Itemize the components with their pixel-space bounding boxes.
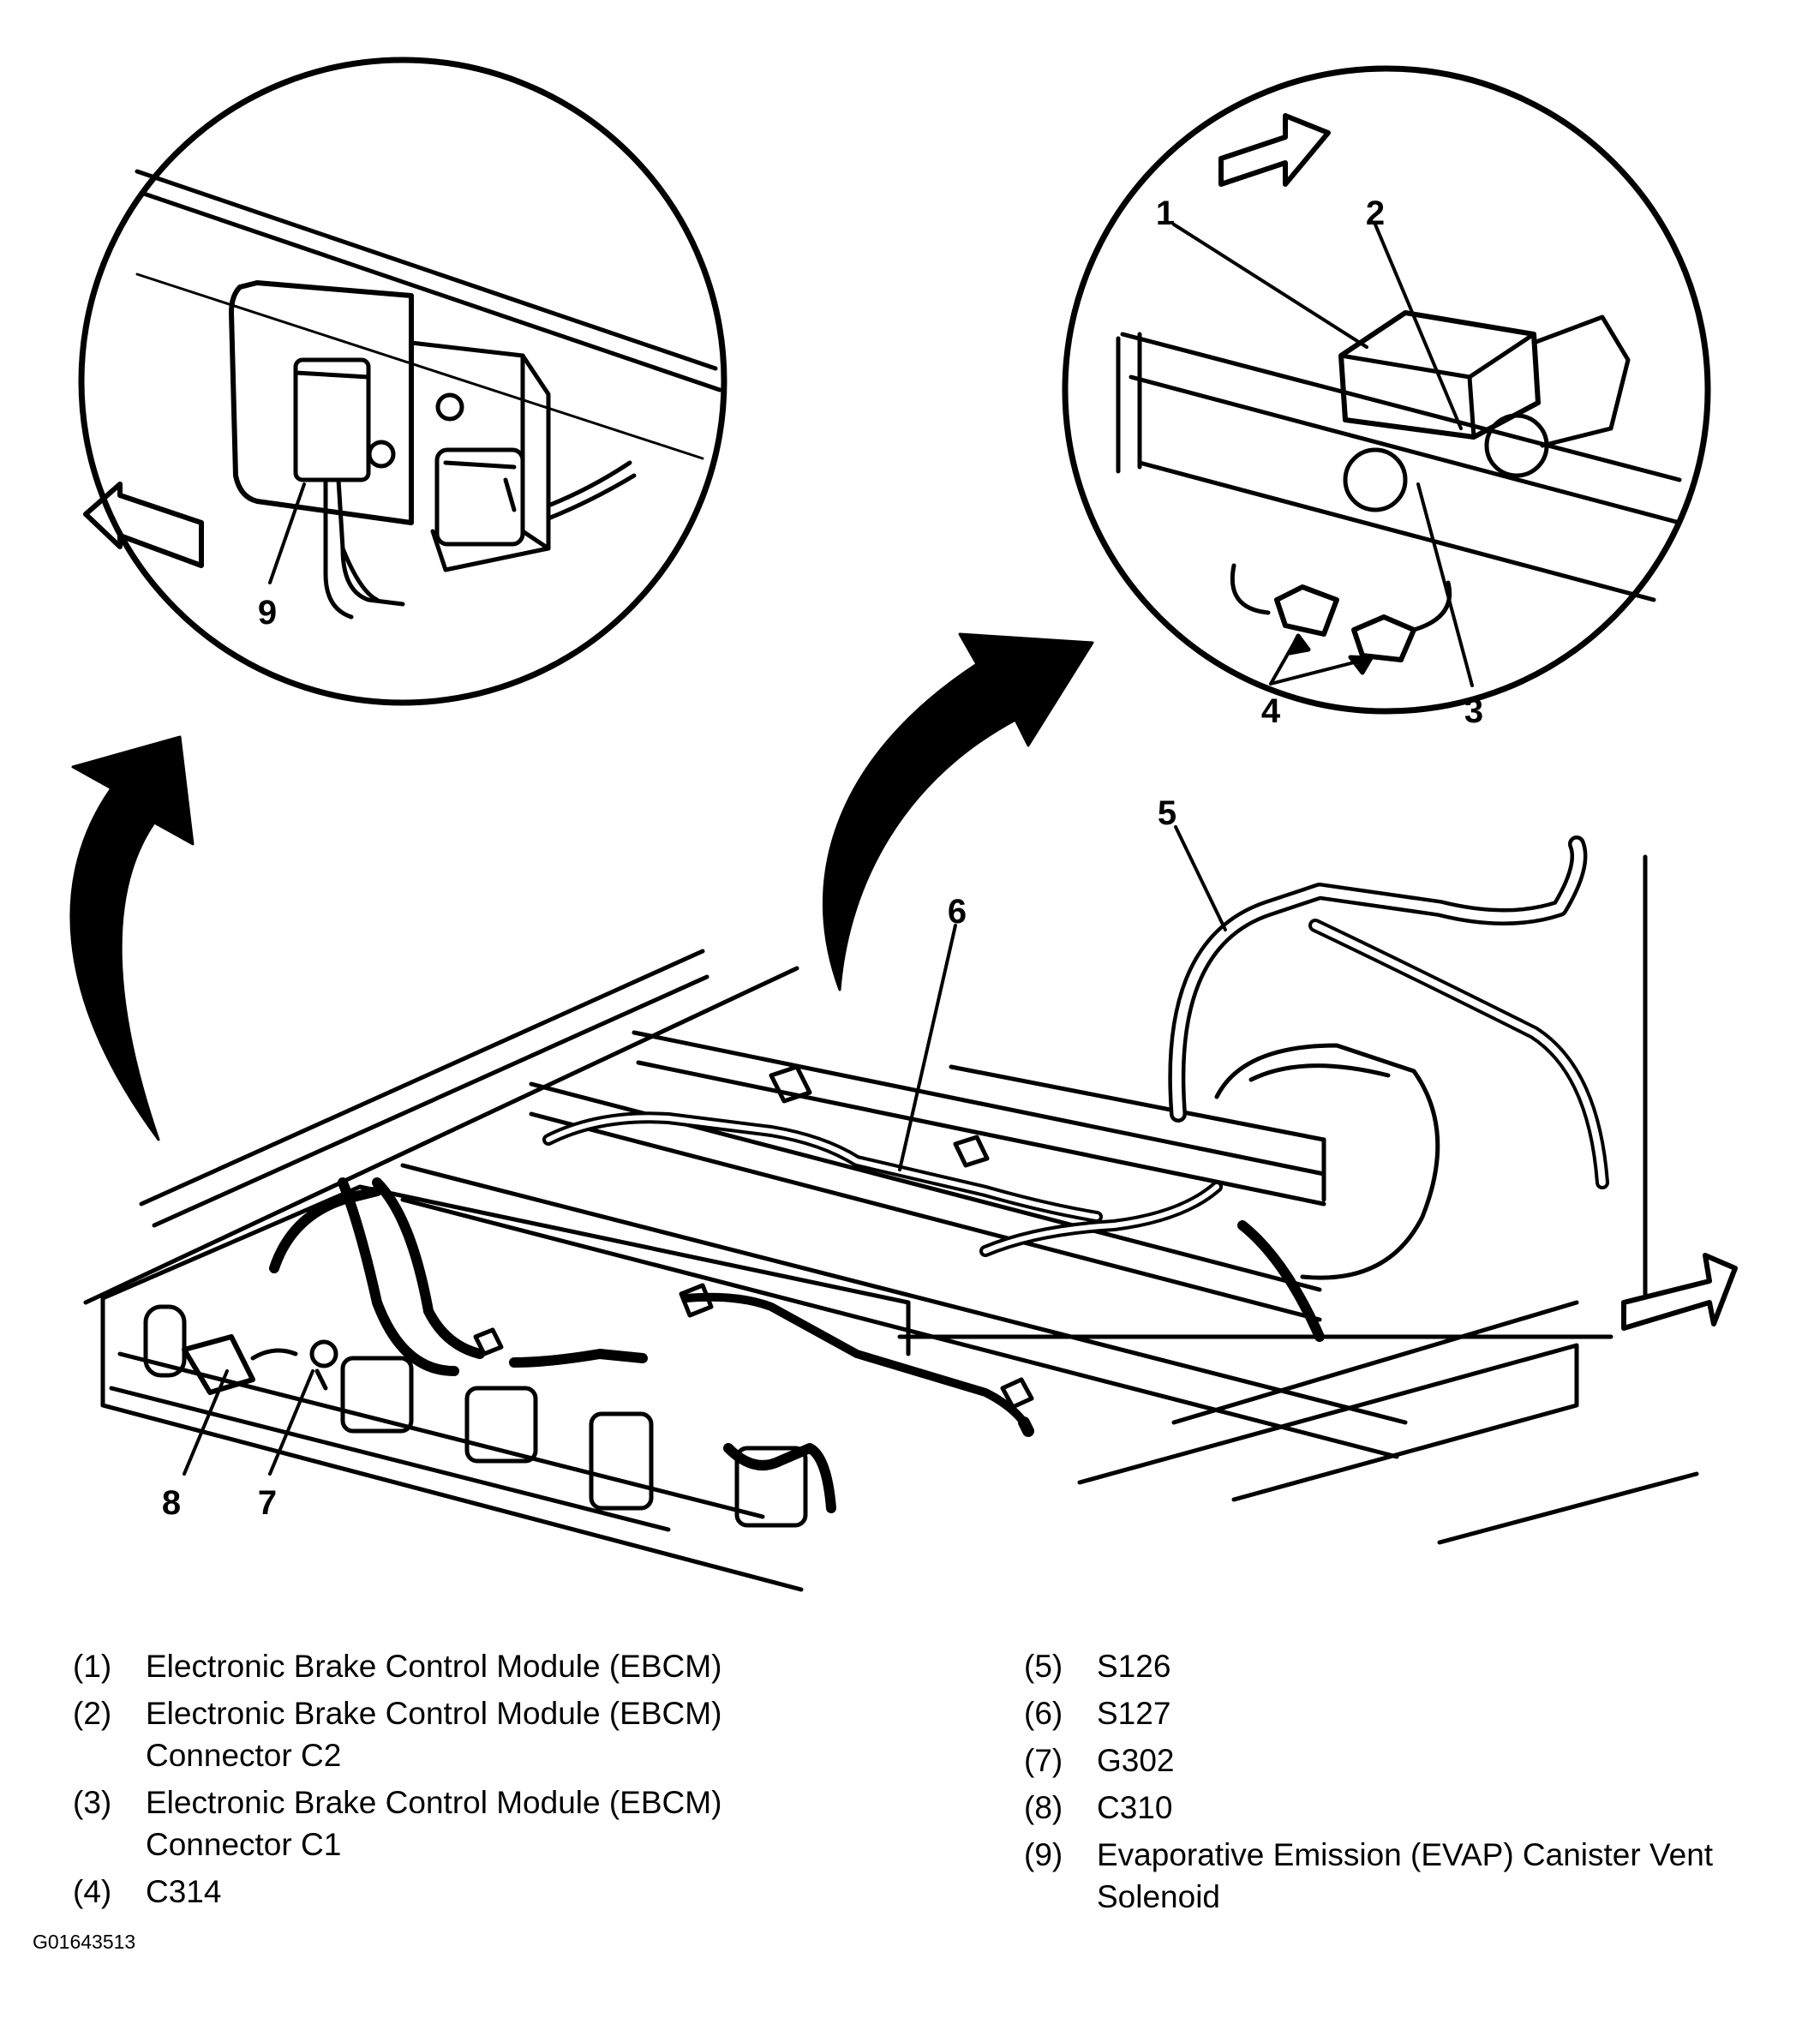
callout-2: 2 (1366, 195, 1385, 232)
legend-number: (7) (1024, 1743, 1063, 1778)
legend-label-line: Connector C1 (146, 1827, 342, 1862)
legend-label-line: Evaporative Emission (EVAP) Canister Ven… (1097, 1837, 1714, 1872)
legend-number: (5) (1024, 1649, 1063, 1684)
legend-item: (4) C314 (73, 1871, 947, 1913)
detail-circle-left (78, 57, 727, 706)
legend-label-line: Solenoid (1097, 1879, 1221, 1914)
legend-right-column: (5) S126 (6) S127 (7) G302 (8) C310 (9) … (1024, 1645, 1795, 1923)
callout-1: 1 (1156, 195, 1175, 232)
callout-5: 5 (1158, 794, 1176, 832)
legend-item: (9) Evaporative Emission (EVAP) Canister… (1024, 1834, 1795, 1918)
legend-label: C310 (1097, 1790, 1173, 1825)
legend-label: G302 (1097, 1743, 1175, 1778)
legend-item: (1) Electronic Brake Control Module (EBC… (73, 1645, 947, 1687)
legend-label-line: Electronic Brake Control Module (EBCM) (146, 1785, 722, 1820)
vehicle-frame-view (83, 825, 1738, 1592)
legend-number: (3) (73, 1785, 112, 1820)
legend-number: (1) (73, 1649, 112, 1684)
legend-label: Electronic Brake Control Module (EBCM) C… (146, 1781, 947, 1865)
legend-label-line: Electronic Brake Control Module (EBCM) (146, 1696, 722, 1731)
legend-number: (9) (1024, 1837, 1063, 1872)
legend-number: (8) (1024, 1790, 1063, 1825)
callout-6: 6 (948, 893, 967, 931)
curved-arrow-right (823, 632, 1094, 991)
legend-label: Electronic Brake Control Module (EBCM) (146, 1649, 722, 1684)
legend-number: (2) (73, 1696, 112, 1731)
callout-9: 9 (258, 594, 277, 632)
legend-item: (5) S126 (1024, 1645, 1795, 1687)
legend-label: S127 (1097, 1696, 1171, 1731)
legend-item: (6) S127 (1024, 1692, 1795, 1734)
figure-id: G01643513 (33, 1931, 136, 1953)
legend-number: (4) (73, 1874, 112, 1909)
legend-label: Electronic Brake Control Module (EBCM) C… (146, 1692, 947, 1776)
callout-7: 7 (258, 1484, 277, 1522)
legend-label: Evaporative Emission (EVAP) Canister Ven… (1097, 1834, 1795, 1918)
legend-left-column: (1) Electronic Brake Control Module (EBC… (73, 1645, 947, 1918)
callout-8: 8 (162, 1484, 181, 1522)
legend-label: C314 (146, 1874, 222, 1909)
legend-item: (2) Electronic Brake Control Module (EBC… (73, 1692, 947, 1776)
legend-item: (7) G302 (1024, 1740, 1795, 1781)
legend-item: (3) Electronic Brake Control Module (EBC… (73, 1781, 947, 1865)
curved-arrow-left (69, 735, 195, 1141)
callout-4: 4 (1261, 692, 1281, 730)
legend-label-line: Connector C2 (146, 1738, 342, 1773)
component-location-diagram: 1 2 3 4 5 6 7 8 9 (69, 57, 1738, 1592)
legend-label: S126 (1097, 1649, 1171, 1684)
legend-item: (8) C310 (1024, 1787, 1795, 1829)
callout-3: 3 (1464, 692, 1483, 730)
legend-number: (6) (1024, 1696, 1063, 1731)
detail-circle-right (1062, 65, 1711, 715)
